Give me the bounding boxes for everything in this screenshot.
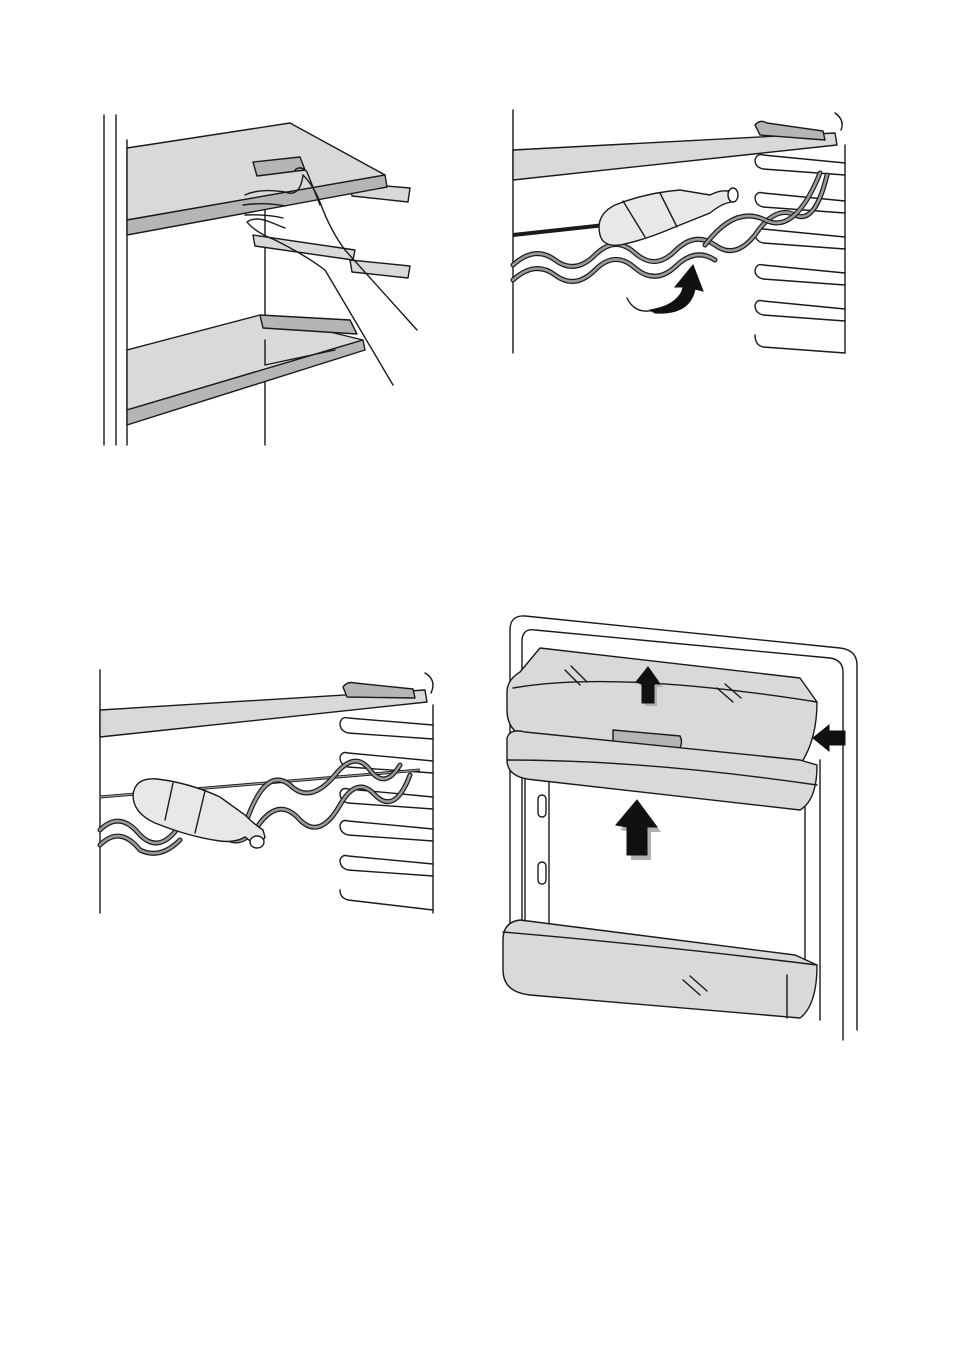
bottle-rack-flip-icon bbox=[505, 105, 850, 360]
up-arrow-large-icon bbox=[616, 800, 661, 860]
illustration-bottle-rack-installed bbox=[95, 665, 440, 920]
illustration-door-balcony-removal bbox=[495, 610, 865, 1050]
wine-bottle-icon bbox=[95, 665, 440, 920]
door-panel-icon bbox=[495, 610, 865, 1050]
illustration-bottle-rack-flip bbox=[505, 105, 850, 360]
illustration-shelf-removal bbox=[95, 110, 425, 450]
left-arrow-icon bbox=[813, 725, 845, 751]
hand-lifting-shelf-icon bbox=[95, 110, 425, 450]
